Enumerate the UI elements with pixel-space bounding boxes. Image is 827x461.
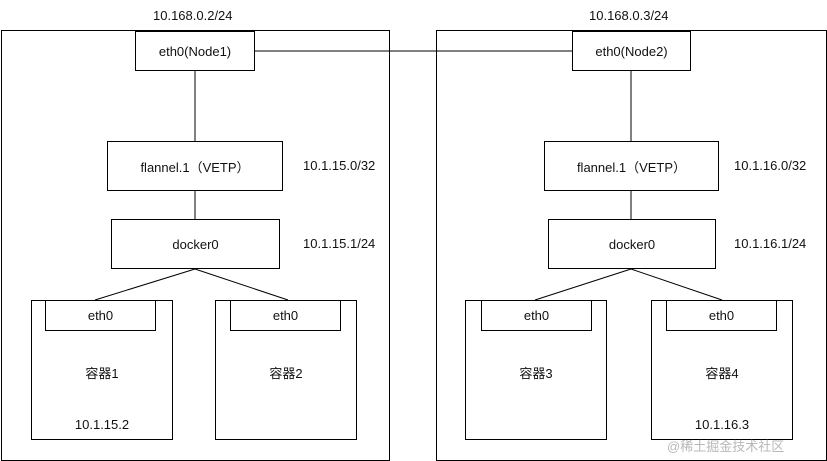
node2-docker0-ip: 10.1.16.1/24 xyxy=(734,236,807,251)
node2-host-ip: 10.168.0.3/24 xyxy=(589,8,669,23)
watermark: @稀土掘金技术社区 xyxy=(667,439,785,454)
node1-flannel-box: flannel.1（VETP） xyxy=(107,141,283,191)
container-2: eth0 容器2 xyxy=(215,300,357,440)
container-1-name: 容器1 xyxy=(85,366,119,381)
node1-flannel-ip: 10.1.15.0/32 xyxy=(303,158,376,173)
node2-eth0-box: eth0(Node2) xyxy=(572,31,691,71)
node1-eth0-box: eth0(Node1) xyxy=(135,31,255,71)
node1-docker0-ip: 10.1.15.1/24 xyxy=(303,236,376,251)
node2-flannel-ip: 10.1.16.0/32 xyxy=(734,158,807,173)
container-4: eth0 容器4 10.1.16.3 xyxy=(651,300,793,440)
node2-docker-container4-line xyxy=(630,268,723,301)
container-3-eth0: eth0 xyxy=(481,300,592,331)
container-1-ip: 10.1.15.2 xyxy=(74,417,130,432)
container-1-eth0: eth0 xyxy=(45,300,156,331)
node2-docker0-box: docker0 xyxy=(548,219,716,269)
container-1: eth0 容器1 10.1.15.2 xyxy=(31,300,173,440)
node2-docker-container3-line xyxy=(534,268,632,301)
container-2-eth0: eth0 xyxy=(230,300,341,331)
node1-docker-container1-line xyxy=(94,268,196,301)
container-4-name: 容器4 xyxy=(705,366,739,381)
container-3-name: 容器3 xyxy=(519,366,553,381)
container-3: eth0 容器3 xyxy=(465,300,607,440)
node1-host-ip: 10.168.0.2/24 xyxy=(153,8,233,23)
node1-docker0-box: docker0 xyxy=(111,219,280,269)
node1-docker-container2-line xyxy=(194,268,289,301)
node2-flannel-box: flannel.1（VETP） xyxy=(544,141,719,191)
container-4-ip: 10.1.16.3 xyxy=(694,417,750,432)
container-4-eth0: eth0 xyxy=(666,300,777,331)
container-2-name: 容器2 xyxy=(269,366,303,381)
